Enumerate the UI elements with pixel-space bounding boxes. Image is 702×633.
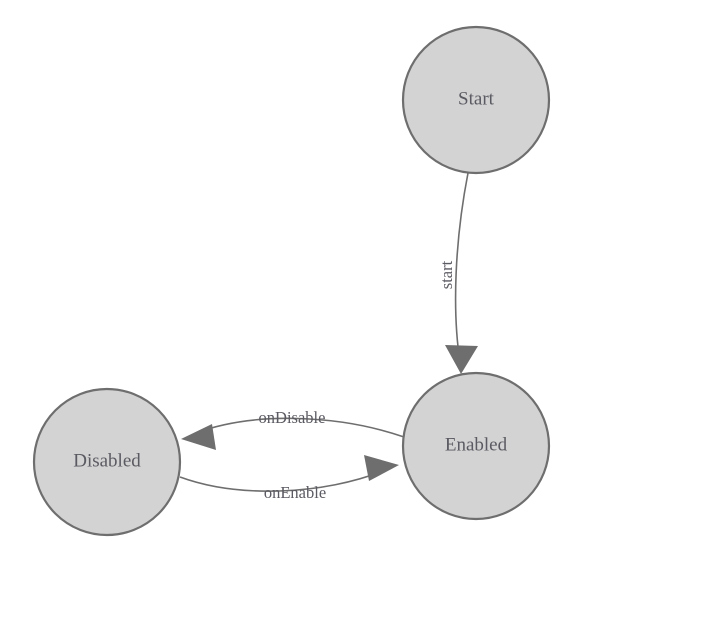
node-label-enabled: Enabled [445,434,508,455]
edge-start-to-enabled[interactable]: start [437,172,478,374]
node-disabled[interactable]: Disabled [32,387,182,537]
edge-path-enabled-to-disabled [195,417,405,438]
node-circle-start [401,25,551,175]
edge-label-on-disable: onDisable [259,408,326,427]
edge-path-disabled-to-enabled [179,470,384,492]
arrowhead-start-to-enabled [445,345,478,374]
arrowhead-disabled-to-enabled [364,455,399,481]
node-circle-enabled [401,371,551,521]
node-start[interactable]: Start [401,25,551,175]
edge-path-start-to-enabled [454,172,469,363]
edge-enabled-to-disabled[interactable]: onDisable [181,408,405,450]
node-label-start: Start [458,88,495,109]
node-label-disabled: Disabled [73,450,141,471]
node-circle-disabled [32,387,182,537]
node-enabled[interactable]: Enabled [401,371,551,521]
edge-label-start: start [437,260,456,289]
edge-label-on-enable: onEnable [264,483,326,502]
arrowhead-enabled-to-disabled [181,424,216,450]
edge-disabled-to-enabled[interactable]: onEnable [179,455,399,502]
